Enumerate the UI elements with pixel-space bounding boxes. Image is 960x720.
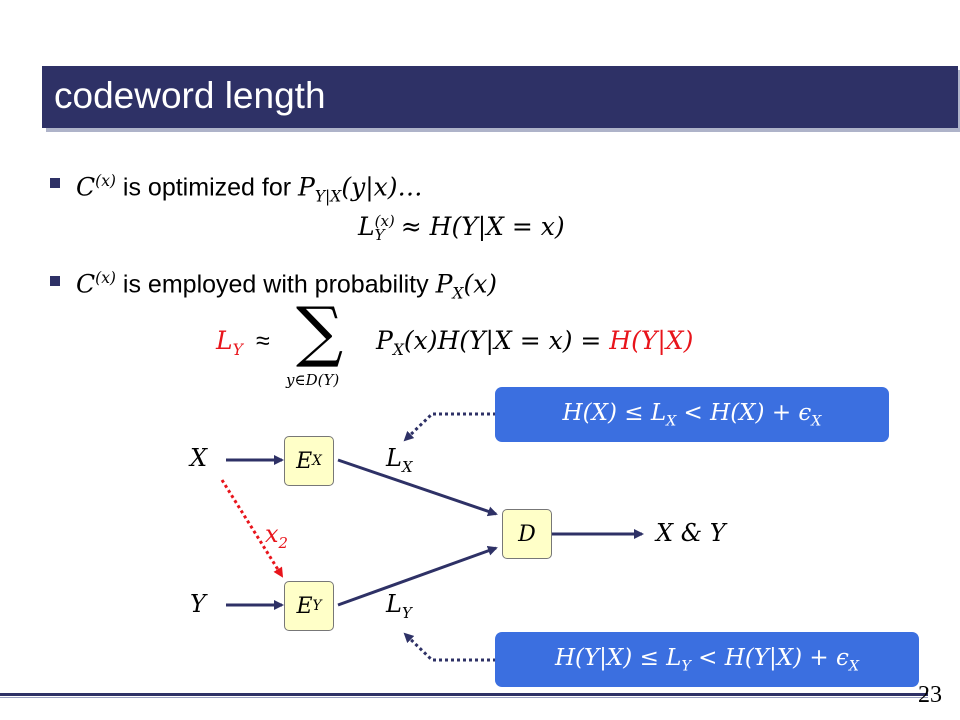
encoder-x-sub: X	[312, 453, 322, 469]
bullet-2-sup: (x)	[95, 269, 116, 287]
eq1-sup: (x)	[374, 212, 395, 231]
side-info-symbol: x	[265, 520, 279, 548]
decoder-symbol: D	[518, 521, 536, 547]
bullet-marker-2	[50, 276, 60, 286]
arrow-ex-to-d	[337, 458, 498, 517]
eq1-lhs: L	[358, 212, 375, 241]
rate-y-label: LY	[386, 590, 412, 622]
bullet-2-prob-sub: X	[452, 284, 464, 303]
footer-rule-thin	[0, 697, 928, 698]
bullet-2-tail: (x)	[463, 269, 498, 299]
sum-lhs: LY	[216, 326, 243, 365]
bullet-1-tail: (y|x)…	[341, 172, 423, 202]
encoder-y-symbol: E	[296, 593, 313, 619]
bullet-marker-1	[50, 178, 60, 188]
bound-box-x: H(X) ≤ LX < H(X) + ϵX	[495, 387, 889, 442]
side-info-sub: 2	[278, 533, 289, 552]
sum-term: PX(x)H(Y|X = x) = H(Y|X)	[376, 326, 693, 365]
eq1-sub: Y	[374, 226, 385, 245]
bullet-1: C(x) is optimized for PY|X(y|x)…	[76, 166, 422, 211]
eq1-rhs: ≈ H(Y|X = x)	[400, 212, 565, 241]
arrow-bound-x	[403, 412, 496, 442]
arrow-bound-y	[403, 632, 496, 662]
title-bar: codeword length	[42, 66, 958, 128]
bullet-1-symbol: C	[76, 172, 96, 202]
footer-rule	[0, 693, 928, 696]
input-x: X	[190, 444, 208, 472]
sum-lhs-symbol: L	[216, 326, 233, 355]
sum-approx: ≈	[256, 327, 270, 355]
sum-result: H(Y|X)	[609, 326, 694, 355]
bullet-1-sup: (x)	[95, 172, 116, 190]
bullet-1-prob: P	[298, 172, 315, 202]
encoder-y-sub: Y	[312, 598, 322, 614]
sum-term-symbol: P	[376, 326, 393, 355]
sum-term-tail: (x)H(Y|X = x) =	[403, 326, 610, 355]
equation-approx: L(x)Y ≈ H(Y|X = x)	[358, 212, 565, 245]
sum-lhs-sub: Y	[232, 341, 243, 359]
encoder-x-symbol: E	[296, 448, 313, 474]
sum-index: y∈D(Y)	[286, 371, 340, 389]
bullet-2-symbol: C	[76, 269, 96, 299]
bound-box-y: H(Y|X) ≤ LY < H(Y|X) + ϵX	[495, 632, 919, 687]
rate-y-symbol: L	[386, 590, 402, 618]
bullet-2-text: is employed with probability	[115, 270, 436, 299]
slide-title: codeword length	[54, 75, 326, 116]
bullet-2: C(x) is employed with probability PX(x)	[76, 263, 497, 308]
rate-y-sub: Y	[401, 603, 412, 622]
bound-y-text: H(Y|X) ≤ LY < H(Y|X) + ϵX	[554, 644, 860, 675]
page-number: 23	[918, 682, 942, 708]
rate-x-label: LX	[386, 444, 413, 476]
output-label: X & Y	[656, 519, 726, 547]
bound-x-text: H(X) ≤ LX < H(X) + ϵX	[562, 399, 822, 430]
rate-x-sub: X	[401, 457, 413, 476]
rate-x-symbol: L	[386, 444, 402, 472]
sum-term-sub: X	[392, 341, 404, 359]
bullet-1-prob-sub: Y|X	[314, 187, 342, 206]
bullet-2-prob: P	[435, 269, 453, 299]
decoder: D	[502, 509, 552, 559]
input-y: Y	[190, 590, 206, 618]
bullet-1-text: is optimized for	[115, 173, 298, 202]
sum-symbol: ∑	[296, 293, 344, 370]
arrow-ey-to-d	[337, 546, 498, 607]
side-info-label: x2	[265, 520, 288, 552]
